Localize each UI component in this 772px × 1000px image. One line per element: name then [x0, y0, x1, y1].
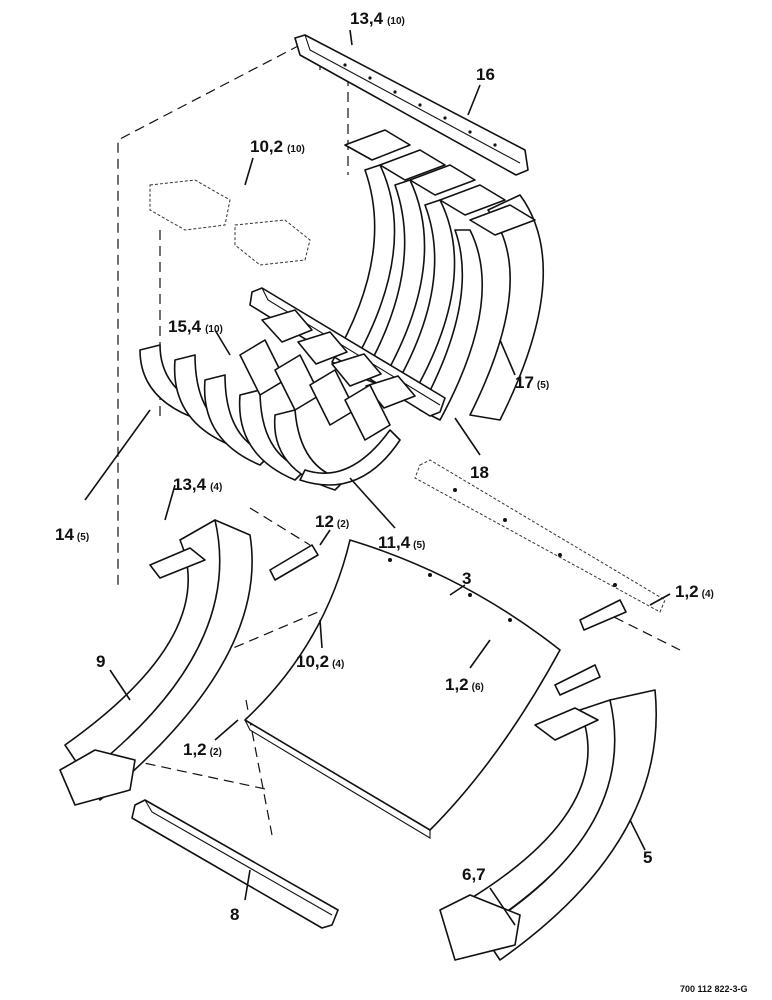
callout-12: 12(2)	[315, 512, 349, 531]
callout-10-2-top: 10,2(10)	[250, 137, 305, 156]
leader-lines	[84, 29, 671, 926]
part-5-right-side	[439, 689, 657, 961]
callout-18: 18	[470, 463, 489, 482]
callout-11-4: 11,4(5)	[378, 533, 425, 552]
part-18-cross-bar	[249, 287, 446, 417]
callout-3: 3	[462, 569, 471, 588]
part-15-deflectors	[239, 339, 391, 441]
callout-1-2-center: 1,2(6)	[445, 675, 484, 694]
part-3-cover-panel	[244, 539, 561, 839]
rail-holes	[343, 63, 497, 147]
callout-1-2-right: 1,2(4)	[675, 582, 714, 601]
callout-13-4-mid: 13,4(4)	[173, 475, 222, 494]
callout-14: 14(5)	[55, 525, 89, 544]
callout-8: 8	[230, 905, 239, 924]
part-14-lower-shields	[139, 344, 401, 491]
part-12-bracket	[269, 544, 627, 696]
ghost-rear-plate	[414, 459, 666, 613]
part-9-left-side	[59, 519, 253, 806]
part-8-bottom-rail	[131, 799, 339, 929]
callout-15-4: 15,4(10)	[168, 317, 223, 336]
callout-16: 16	[476, 65, 495, 84]
ghost-brackets-upper	[149, 179, 311, 266]
callout-1-2-left: 1,2(2)	[183, 740, 222, 759]
callout-5: 5	[643, 848, 652, 867]
callout-13-4-top: 13,4(10)	[350, 9, 405, 28]
callout-labels: 16 13,4(10) 10,2(10) 15,4(10) 17(5) 18 1…	[55, 9, 714, 924]
callout-10-2-mid: 10,2(4)	[296, 652, 344, 671]
part-16-top-rail	[294, 34, 529, 176]
callout-6-7: 6,7	[462, 865, 486, 884]
drawing-number: 700 112 822-3-G	[680, 984, 748, 994]
callout-9: 9	[96, 652, 105, 671]
callout-17: 17(5)	[515, 373, 549, 392]
